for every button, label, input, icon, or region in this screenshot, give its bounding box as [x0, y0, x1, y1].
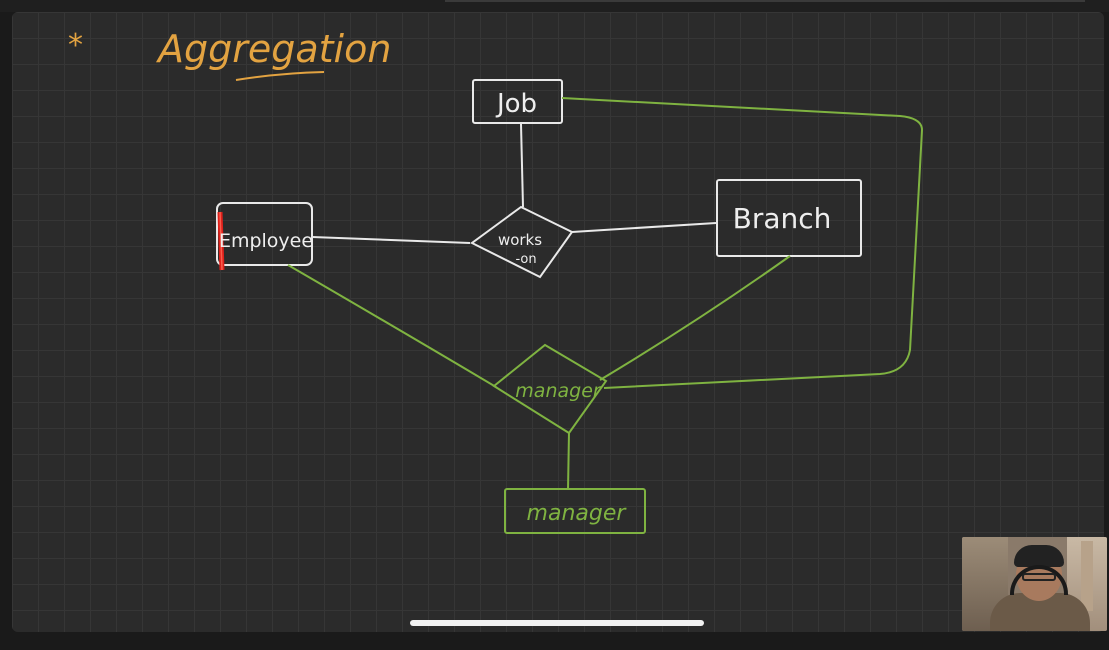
connector-job-workson: [520, 123, 524, 208]
whiteboard-canvas[interactable]: [12, 12, 1104, 632]
relationship-manages[interactable]: manager: [492, 343, 608, 435]
relationship-manages-label: manager: [515, 380, 602, 402]
entity-employee-label: Employee: [219, 230, 313, 252]
heading-underline: [235, 71, 325, 81]
connector-workson-branch: [571, 222, 717, 233]
entity-job[interactable]: Job: [472, 79, 563, 124]
connector-branch-manages: [599, 255, 791, 381]
entity-manager-label: manager: [527, 501, 628, 526]
connector-job-manages: [561, 97, 924, 389]
entity-branch[interactable]: Branch: [716, 179, 862, 257]
relationship-works-on-label-2: -on: [515, 252, 536, 267]
heading-bullet: *: [68, 28, 83, 63]
entity-manager[interactable]: manager: [504, 488, 646, 534]
entity-branch-label: Branch: [733, 202, 832, 235]
connector-manages-manager: [567, 431, 570, 491]
entity-job-label: Job: [495, 89, 537, 119]
top-bar-edge: [445, 0, 1085, 2]
presenter-webcam: [962, 537, 1107, 631]
page-heading: Aggregation: [155, 27, 391, 71]
home-indicator[interactable]: [410, 620, 704, 626]
top-bar: [0, 0, 1109, 12]
connector-employee-workson: [311, 236, 471, 244]
connector-employee-manages: [287, 264, 497, 388]
relationship-works-on-label-1: works: [498, 231, 542, 249]
entity-employee[interactable]: Employee: [216, 202, 313, 271]
relationship-works-on[interactable]: works -on: [470, 205, 574, 279]
